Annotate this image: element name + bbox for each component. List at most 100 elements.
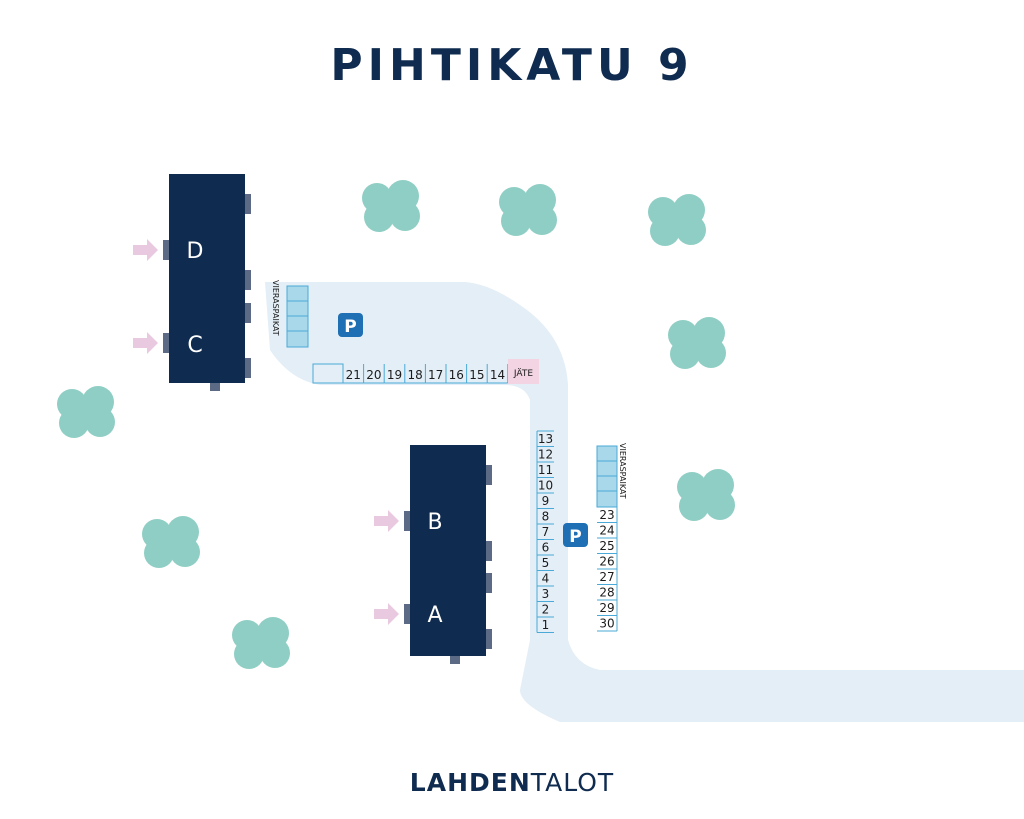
tree-icon — [57, 386, 115, 438]
door — [245, 358, 251, 378]
guest-parking-label: VIERASPAIKAT — [618, 443, 627, 499]
parking-spot[interactable]: 2 — [536, 601, 554, 618]
entrance-arrow-icon — [133, 332, 158, 354]
door — [404, 604, 410, 624]
parking-spot-number: 6 — [542, 541, 550, 555]
guest-parking-right[interactable]: VIERASPAIKAT — [596, 443, 627, 508]
parking-spot[interactable]: 20 — [363, 364, 385, 384]
guest-spot — [596, 475, 618, 492]
parking-spot-number: 15 — [469, 368, 484, 382]
door — [486, 465, 492, 485]
door — [163, 240, 169, 260]
guest-spot — [596, 490, 618, 508]
parking-spot[interactable]: 5 — [536, 554, 554, 571]
building-c-label: C — [187, 333, 202, 358]
parking-spot[interactable]: 4 — [536, 570, 554, 587]
building-c-block — [169, 279, 245, 383]
parking-spot-number: 14 — [490, 368, 505, 382]
entrance-arrow-icon — [133, 239, 158, 261]
parking-spot[interactable]: 23 — [597, 506, 618, 523]
guest-spot — [286, 300, 309, 317]
parking-spot-number: 8 — [542, 510, 550, 524]
parking-spot[interactable]: 16 — [445, 364, 467, 384]
parking-spot-number: 27 — [599, 570, 614, 584]
parking-spot-number: 29 — [599, 601, 614, 615]
tree-icon — [677, 469, 735, 521]
building-c[interactable]: C — [169, 279, 245, 383]
parking-spot[interactable]: 13 — [536, 430, 554, 447]
parking-spot[interactable]: 1 — [536, 616, 554, 633]
parking-spot[interactable]: 3 — [536, 585, 554, 602]
parking-sign-top: P — [338, 313, 363, 337]
guest-spot — [286, 315, 309, 332]
parking-spot-number: 12 — [538, 448, 553, 462]
parking-spot-number: 28 — [599, 586, 614, 600]
building-b[interactable]: B — [410, 445, 486, 552]
parking-sign-label: P — [569, 527, 581, 547]
parking-spot[interactable]: 30 — [597, 615, 618, 632]
parking-spot-number: 18 — [407, 368, 422, 382]
guest-spot — [286, 285, 309, 302]
parking-spot[interactable]: 11 — [536, 461, 554, 478]
tree-icon — [499, 184, 557, 236]
tree-icon — [648, 194, 706, 246]
building-a-block — [410, 552, 486, 656]
guest-parking-label: VIERASPAIKAT — [271, 280, 280, 336]
building-a-label: A — [427, 603, 442, 628]
door — [486, 541, 492, 561]
parking-spot[interactable]: 24 — [597, 522, 618, 539]
parking-spot[interactable]: 6 — [536, 539, 554, 556]
parking-spot-number: 1 — [542, 618, 550, 632]
road — [265, 282, 1024, 722]
parking-spot[interactable]: 10 — [536, 477, 554, 494]
road-network — [265, 282, 1024, 722]
building-a[interactable]: A — [410, 552, 486, 656]
parking-spot[interactable]: 9 — [536, 492, 554, 509]
logo-light: TALOT — [530, 768, 615, 797]
parking-spot-number: 17 — [428, 368, 443, 382]
parking-sign-right: P — [563, 523, 588, 547]
door — [486, 573, 492, 593]
parking-spot-number: 11 — [538, 463, 553, 477]
parking-spot-number: 20 — [366, 368, 381, 382]
parking-spot[interactable]: 25 — [597, 537, 618, 554]
parking-spot[interactable]: 8 — [536, 508, 554, 525]
parking-spot[interactable]: 12 — [536, 446, 554, 463]
parking-spot[interactable]: 14 — [486, 364, 509, 384]
parking-spot[interactable]: 17 — [424, 364, 446, 384]
waste-area[interactable]: JÄTE — [508, 359, 539, 384]
building-d-block — [169, 174, 245, 279]
parking-spot[interactable]: 19 — [383, 364, 405, 384]
guest-spot — [286, 330, 309, 348]
door — [486, 629, 492, 649]
parking-spot[interactable]: 26 — [597, 553, 618, 570]
parking-spot-number: 2 — [542, 603, 550, 617]
door — [245, 303, 251, 323]
brand-logo: LAHDENTALOT — [0, 768, 1024, 797]
door — [245, 194, 251, 214]
waste-box — [508, 359, 539, 384]
parking-spot[interactable]: 7 — [536, 523, 554, 540]
parking-sign-icon — [338, 313, 363, 337]
parking-spot[interactable]: 15 — [466, 364, 488, 384]
building-b-label: B — [427, 510, 442, 535]
parking-spot[interactable]: 28 — [597, 584, 618, 601]
door — [404, 511, 410, 531]
parking-spot-number: 24 — [599, 524, 614, 538]
parking-spot[interactable]: 18 — [404, 364, 426, 384]
tree-icon — [232, 617, 290, 669]
building-doors — [163, 194, 492, 664]
building-d-label: D — [187, 239, 204, 264]
entrance-arrow-icon — [374, 603, 399, 625]
parking-spot[interactable]: 29 — [597, 599, 618, 616]
building-d[interactable]: D — [169, 174, 245, 279]
door — [210, 383, 220, 391]
guest-parking-top[interactable]: VIERASPAIKAT — [271, 280, 309, 348]
parking-spot[interactable]: 21 — [342, 364, 364, 384]
parking-spot[interactable]: 27 — [597, 568, 618, 585]
parking-spot-number: 7 — [542, 525, 550, 539]
parking-spot-number: 9 — [542, 494, 550, 508]
parking-spot-number: 10 — [538, 479, 553, 493]
